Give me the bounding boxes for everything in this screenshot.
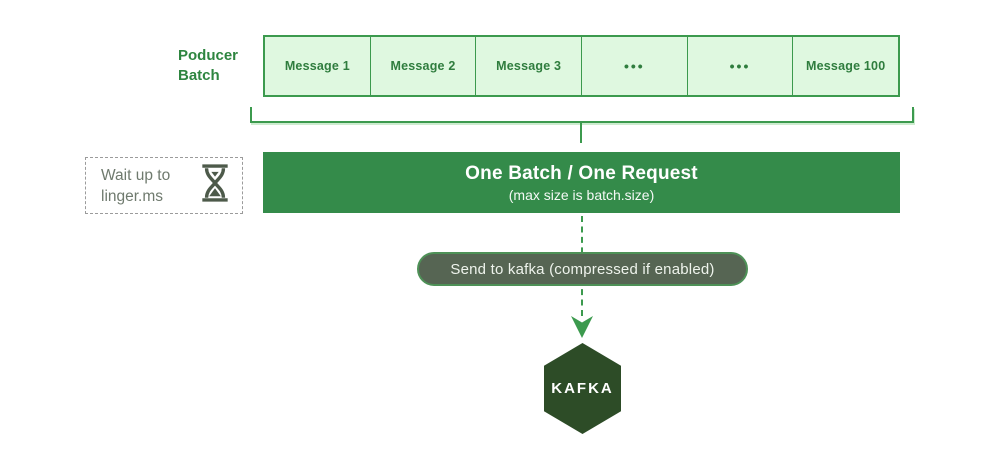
ellipsis-cell: ••• [688, 37, 794, 95]
request-bar-title: One Batch / One Request [465, 162, 698, 184]
message-cell: Message 2 [371, 37, 477, 95]
message-cell: Message 3 [476, 37, 583, 95]
ellipsis-cell: ••• [582, 37, 688, 95]
linger-wait-box: Wait up to linger.ms [85, 157, 243, 214]
kafka-hexagon: KAFKA [544, 343, 621, 434]
kafka-label: KAFKA [551, 380, 614, 397]
send-to-kafka-pill: Send to kafka (compressed if enabled) [417, 252, 748, 286]
arrow-down-icon [570, 316, 594, 338]
batch-group-bracket [250, 107, 914, 123]
message-cell: Message 1 [265, 37, 371, 95]
bracket-stem [580, 123, 582, 143]
message-cell: Message 100 [806, 59, 886, 73]
request-bar-subtitle: (max size is batch.size) [508, 186, 655, 203]
producer-batch-message-row: Message 1 Message 2 Message 3 ••• ••• Me… [263, 35, 900, 97]
one-batch-request-bar: One Batch / One Request (max size is bat… [263, 152, 900, 213]
linger-wait-text: Wait up to linger.ms [101, 165, 170, 207]
hourglass-icon [201, 164, 229, 207]
send-to-kafka-label: Send to kafka (compressed if enabled) [450, 260, 715, 278]
linger-wait-line2: linger.ms [101, 187, 164, 205]
producer-batch-label: Poducer Batch [178, 47, 239, 84]
linger-wait-line1: Wait up to [101, 166, 171, 184]
